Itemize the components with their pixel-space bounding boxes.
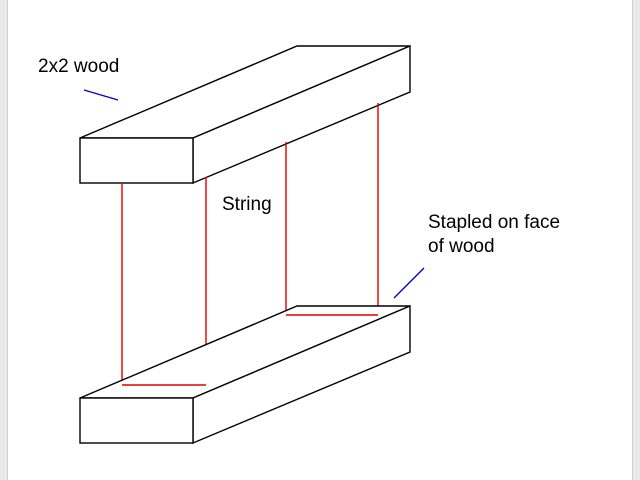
strings-front (122, 314, 378, 386)
bottom-board (79, 304, 411, 445)
label-stapled-on-face: Stapled on face of wood (428, 211, 560, 259)
label-string: String (222, 194, 272, 215)
label-2x2-wood: 2x2 wood (38, 56, 120, 77)
bottom-board-front-face (79, 397, 194, 444)
leader-lines (83, 89, 425, 299)
label-stapled-line-2: of wood (428, 236, 495, 257)
top-board-front-face (79, 137, 194, 184)
left-edge-strip (0, 0, 8, 480)
label-stapled-line-1: Stapled on face (428, 212, 561, 233)
staple-leader-line (393, 267, 425, 299)
right-edge-strip (632, 0, 640, 480)
wood-leader-line (83, 89, 119, 101)
top-board (79, 44, 411, 185)
